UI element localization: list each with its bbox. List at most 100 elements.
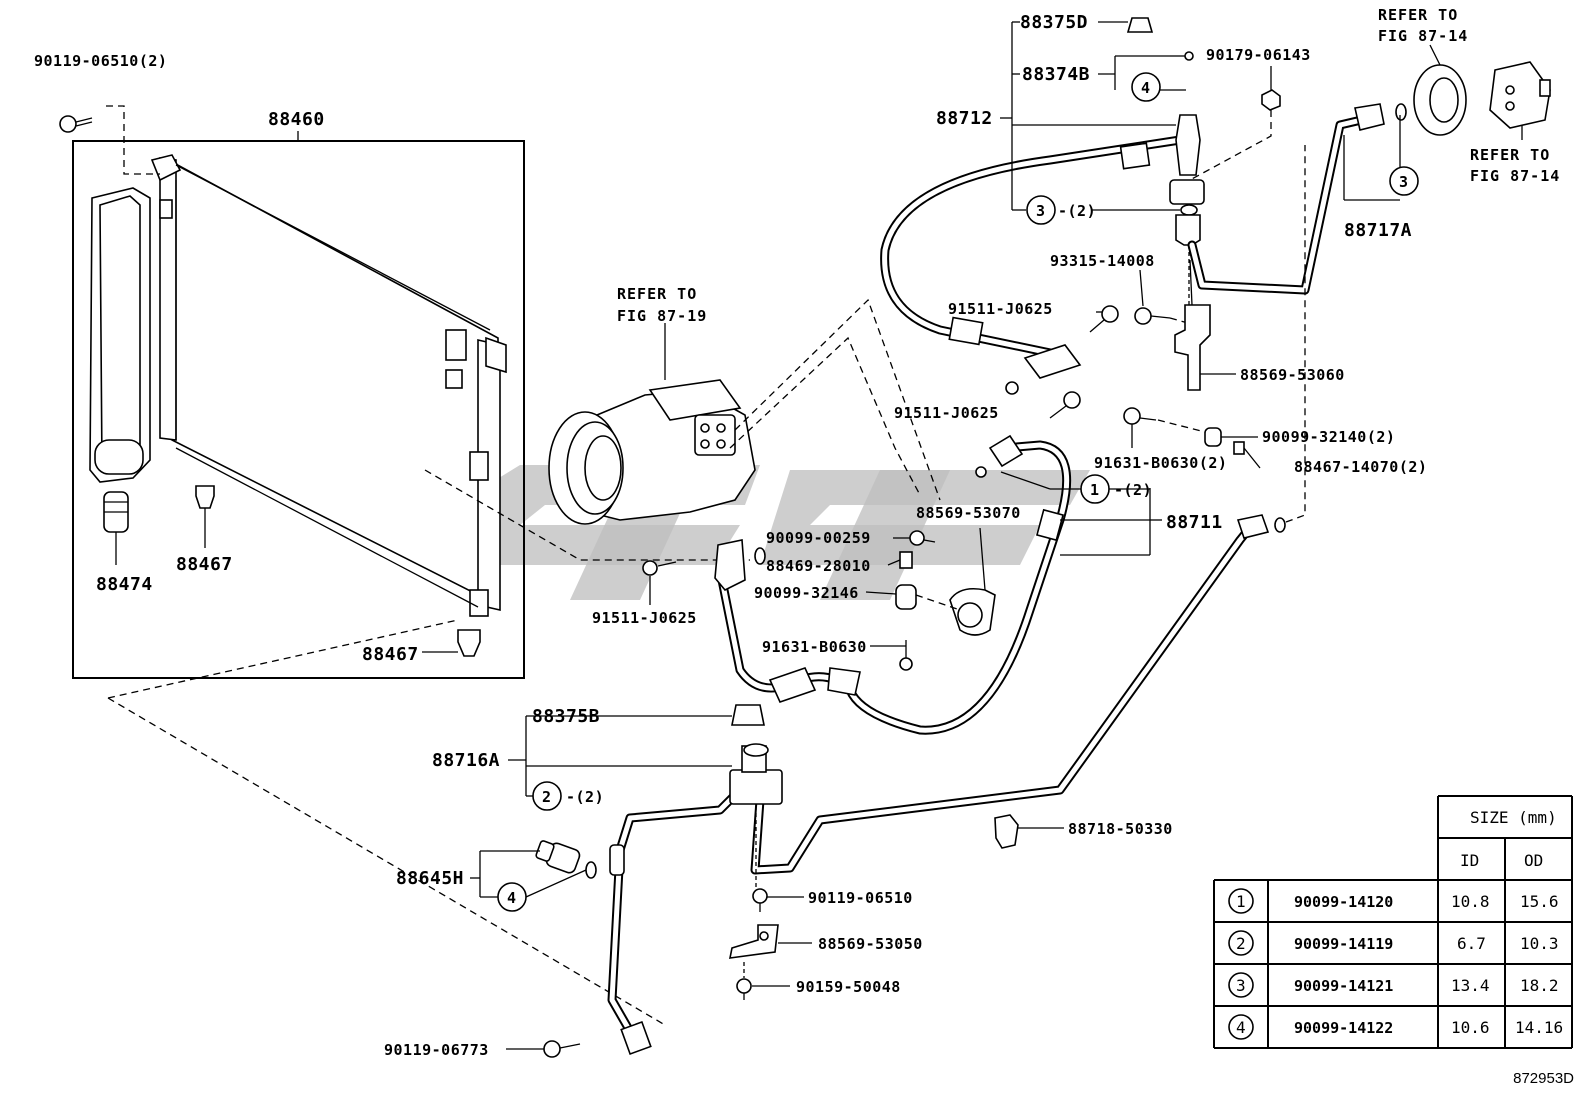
label-88374B: 88374B (1022, 64, 1090, 85)
label-88467-b: 88467 (362, 644, 419, 665)
compressor (548, 323, 756, 525)
qty-callout-1: -(2) (1114, 481, 1152, 499)
label-90119-06510-2: 90119-06510(2) (34, 52, 167, 70)
callout-4-upper: 4 (1141, 79, 1151, 97)
label-88474: 88474 (96, 574, 153, 595)
liquid-pipe (750, 145, 1306, 875)
table-row-id: 13.4 (1451, 976, 1490, 995)
size-table: SIZE (mm) ID OD 1 90099-14120 10.8 15.6 … (1213, 795, 1573, 1049)
clip-88718-50330 (994, 814, 1064, 849)
bolt-91511-J0625-middle (1049, 391, 1081, 419)
callout-2: 2 (542, 788, 552, 806)
callout-4-lower: 4 (507, 889, 517, 907)
bolt-90159-50048 (736, 962, 790, 1000)
label-91631-B0630: 91631-B0630 (762, 638, 867, 656)
label-88711: 88711 (1166, 512, 1223, 533)
collar-88469-28010 (887, 551, 913, 569)
table-row-id: 10.6 (1451, 1018, 1490, 1037)
bracket-lines-88712 (1000, 21, 1180, 211)
label-refer-fig-87-19-line1: REFER TO (617, 285, 697, 303)
discharge-hose-88712 (880, 114, 1205, 395)
grommet-90099-32140-2 (1204, 427, 1258, 447)
table-row-part: 90099-14122 (1294, 1019, 1393, 1037)
qty-callout-3: -(2) (1058, 202, 1096, 220)
bolt-91631-B0630 (870, 640, 913, 671)
table-col-od: OD (1524, 851, 1543, 870)
label-90159-50048: 90159-50048 (796, 978, 901, 996)
table-row-part: 90099-14119 (1294, 935, 1393, 953)
label-90119-06773: 90119-06773 (384, 1041, 489, 1059)
bracket-88569-53060 (1174, 259, 1236, 391)
table-row-ref: 4 (1236, 1018, 1246, 1037)
label-90099-00259: 90099-00259 (766, 529, 871, 547)
bracket-88467 (195, 485, 215, 548)
label-91511-J0625-middle: 91511-J0625 (894, 404, 999, 422)
callout-3-left: 3 (1036, 202, 1046, 220)
table-row-ref: 1 (1236, 892, 1246, 911)
bolt-90119-06510-2 (59, 105, 160, 175)
table-row-id: 10.8 (1451, 892, 1490, 911)
pipe-88716A (585, 704, 783, 1056)
label-88569-53060: 88569-53060 (1240, 366, 1345, 384)
nut-90179-06143 (1189, 66, 1281, 181)
label-refer-fig-87-19-line2: FIG 87-19 (617, 307, 707, 325)
label-88469-28010: 88469-28010 (766, 557, 871, 575)
bolt-90119-06510 (752, 888, 804, 912)
label-90119-06510: 90119-06510 (808, 889, 913, 907)
bracket-lines-88716A (508, 715, 732, 797)
qty-callout-2: -(2) (566, 788, 604, 806)
table-header-size: SIZE (mm) (1470, 808, 1557, 827)
table-row-ref: 2 (1236, 934, 1246, 953)
collar-88467-14070-2 (1233, 441, 1261, 469)
table-row-od: 15.6 (1520, 892, 1559, 911)
expansion-valve-parts (1413, 44, 1551, 140)
label-93315-14008: 93315-14008 (1050, 252, 1155, 270)
table-row-od: 14.16 (1515, 1018, 1563, 1037)
callout-3-right: 3 (1399, 173, 1409, 191)
valve-core-88374B (1098, 51, 1194, 91)
label-88718-50330: 88718-50330 (1068, 820, 1173, 838)
label-88569-53070: 88569-53070 (916, 504, 1021, 522)
table-row-part: 90099-14121 (1294, 977, 1393, 995)
label-refer-fig-87-14b-line1: REFER TO (1470, 146, 1550, 164)
label-88467-a: 88467 (176, 554, 233, 575)
label-90099-32140-2: 90099-32140(2) (1262, 428, 1395, 446)
table-row-part: 90099-14120 (1294, 893, 1393, 911)
pipe-88717A (1187, 103, 1407, 295)
label-88460: 88460 (268, 109, 325, 130)
pressure-switch-88645H (470, 840, 587, 898)
label-88375D: 88375D (1020, 12, 1088, 33)
label-88645H: 88645H (396, 868, 464, 889)
label-88375B: 88375B (532, 706, 600, 727)
label-refer-fig-87-14b-line2: FIG 87-14 (1470, 167, 1560, 185)
label-91511-J0625-left: 91511-J0625 (592, 609, 697, 627)
condenser-assembly-88460 (72, 140, 525, 679)
bolt-93315-14008 (1134, 269, 1196, 326)
bolt-90099-00259 (893, 530, 936, 546)
label-refer-fig-87-14a-line1: REFER TO (1378, 6, 1458, 24)
grommet-90099-32146 (865, 584, 961, 611)
table-row-ref: 3 (1236, 976, 1246, 995)
label-90179-06143: 90179-06143 (1206, 46, 1311, 64)
label-refer-fig-87-14a-line2: FIG 87-14 (1378, 27, 1468, 45)
label-91511-J0625-upper: 91511-J0625 (948, 300, 1053, 318)
bolt-91631-B0630-2 (1123, 407, 1206, 448)
label-91631-B0630-2: 91631-B0630(2) (1094, 454, 1227, 472)
bolt-91511-J0625-left (642, 560, 677, 605)
label-88467-14070-2: 88467-14070(2) (1294, 458, 1427, 476)
label-88712: 88712 (936, 108, 993, 129)
table-col-id: ID (1460, 851, 1479, 870)
table-row-od: 18.2 (1520, 976, 1559, 995)
label-88717A: 88717A (1344, 220, 1412, 241)
table-row-id: 6.7 (1457, 934, 1486, 953)
diagram-code: 872953D (1513, 1070, 1574, 1087)
label-90099-32146: 90099-32146 (754, 584, 859, 602)
plug-88474 (103, 491, 129, 565)
bracket-88569-53050 (728, 924, 812, 959)
cap-88375D (1098, 17, 1154, 33)
bracket-88467-lower (422, 629, 481, 657)
fitting-under-88712 (1175, 204, 1201, 320)
label-88716A: 88716A (432, 750, 500, 771)
callout-1: 1 (1090, 481, 1100, 499)
